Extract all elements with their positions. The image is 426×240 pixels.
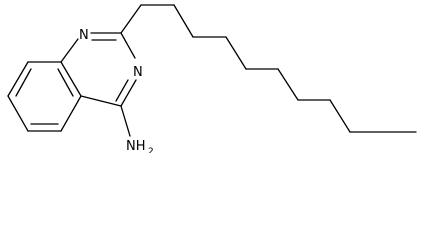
bond-c4-nh2 bbox=[120, 105, 131, 137]
bond-c4a-c8a bbox=[60, 61, 82, 97]
amine-group: NH 2 bbox=[120, 105, 154, 153]
bond-c5-c4a bbox=[60, 95, 82, 132]
amine-subscript: 2 bbox=[148, 147, 154, 153]
bond-inner-c8-c7 bbox=[15, 68, 32, 97]
amine-label: NH bbox=[126, 139, 146, 153]
chain-bond-5 bbox=[225, 36, 247, 70]
ring-nitrogen-3-label: N bbox=[133, 65, 143, 80]
bond-c8a-n1 bbox=[60, 38, 79, 63]
undecyl-chain bbox=[120, 4, 417, 133]
chain-bond-7 bbox=[277, 68, 299, 101]
chain-bond-9 bbox=[329, 99, 351, 133]
bond-c8-c7 bbox=[7, 61, 29, 97]
benzene-ring bbox=[7, 61, 82, 132]
chain-bond-3 bbox=[173, 4, 194, 38]
bond-inner-n3-c4 bbox=[115, 79, 129, 102]
bond-c2-n3 bbox=[120, 32, 136, 59]
bond-c7-c6 bbox=[7, 95, 29, 132]
pyrimidine-ring bbox=[60, 32, 137, 107]
chain-bond-1 bbox=[120, 4, 142, 34]
bond-inner-c4a-c8a bbox=[57, 68, 74, 97]
ring-nitrogen-1-label: N bbox=[79, 28, 89, 43]
bond-n3-c4 bbox=[120, 79, 137, 107]
quinazoline-structure-diagram: NH 2 N N bbox=[7, 4, 417, 153]
bond-c4-c4a bbox=[80, 95, 122, 107]
